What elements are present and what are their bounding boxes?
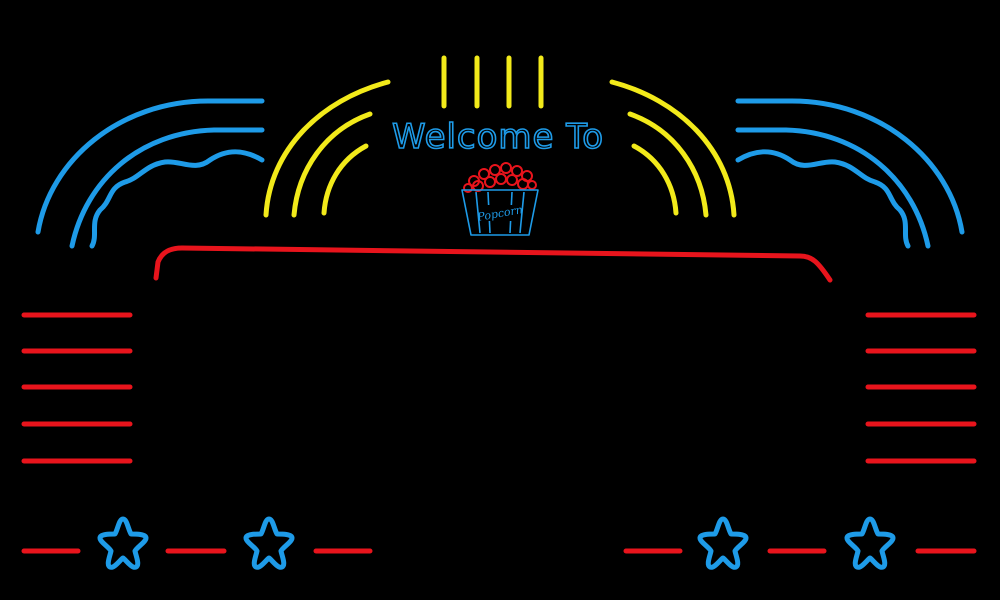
welcome-text: Welcome To bbox=[392, 117, 604, 157]
star-icon bbox=[100, 519, 146, 567]
right-yellow-arcs bbox=[609, 79, 737, 218]
left-yellow-arcs bbox=[263, 79, 391, 218]
star-icon bbox=[246, 519, 292, 567]
marquee-top-border bbox=[153, 245, 833, 283]
right-red-bars bbox=[865, 312, 977, 464]
top-yellow-bars bbox=[441, 55, 544, 109]
popcorn-kernels bbox=[463, 162, 537, 193]
right-blue-arches bbox=[735, 98, 965, 249]
left-red-bars bbox=[21, 312, 133, 464]
left-blue-arches bbox=[35, 98, 265, 249]
bottom-stars bbox=[100, 519, 893, 567]
popcorn-bucket-icon: Popcorn bbox=[461, 162, 539, 236]
star-icon bbox=[847, 519, 893, 567]
star-icon bbox=[700, 519, 746, 567]
